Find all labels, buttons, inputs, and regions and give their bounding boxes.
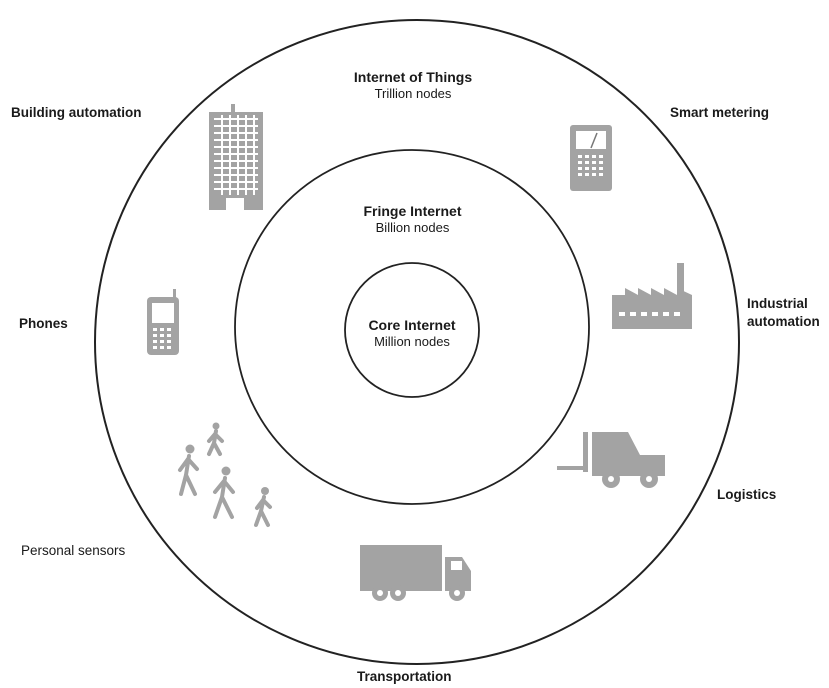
label-transportation: Transportation — [357, 669, 452, 684]
iot-subtitle: Trillion nodes — [374, 86, 452, 101]
outer-ring — [94, 19, 740, 665]
label-personal-sensors: Personal sensors — [21, 543, 126, 558]
core-title: Core Internet — [368, 317, 456, 333]
label-industrial: Industrial — [747, 296, 808, 311]
middle-ring — [234, 149, 590, 505]
fringe-subtitle: Billion nodes — [375, 220, 450, 235]
phone-icon — [147, 289, 179, 355]
building-icon — [209, 104, 263, 210]
pedestrians-icon — [178, 422, 272, 527]
iot-title: Internet of Things — [353, 69, 473, 85]
smart-meter-icon — [570, 125, 612, 191]
label-smart-metering: Smart metering — [670, 105, 770, 120]
label-automation: automation — [747, 314, 820, 329]
forklift-icon — [557, 432, 665, 488]
iot-ring-label: Internet of Things Trillion nodes — [333, 69, 493, 102]
truck-icon — [360, 545, 471, 601]
fringe-ring-label: Fringe Internet Billion nodes — [340, 203, 485, 236]
label-logistics: Logistics — [717, 487, 777, 502]
label-phones: Phones — [19, 316, 68, 331]
label-building-automation: Building automation — [11, 105, 142, 120]
inner-ring — [344, 262, 480, 398]
factory-icon — [612, 263, 692, 329]
fringe-title: Fringe Internet — [363, 203, 462, 219]
core-ring-label: Core Internet Million nodes — [342, 317, 482, 350]
core-subtitle: Million nodes — [374, 334, 450, 349]
